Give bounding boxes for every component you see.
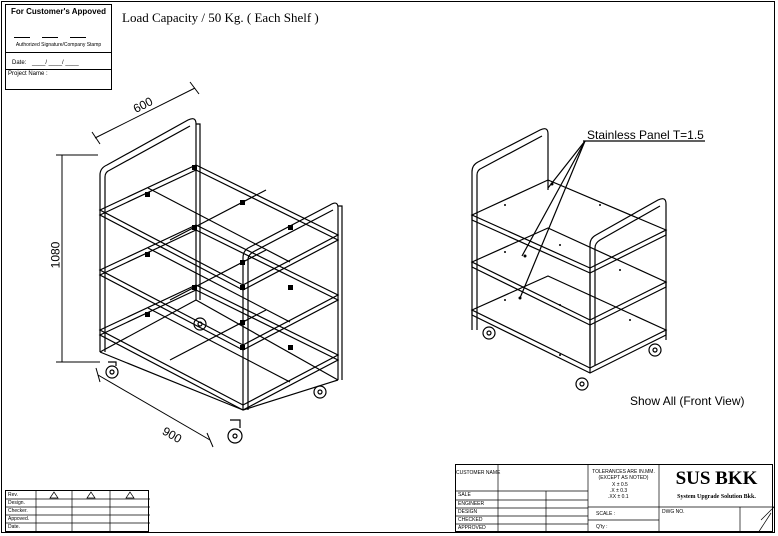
company-name: SUS BKK — [675, 468, 758, 489]
date-label: Date: — [12, 60, 27, 66]
tolerances-title: TOLERANCES ARE IN.MM. — [592, 469, 655, 475]
rev-row-label: Date. — [8, 524, 20, 530]
panel-note: Stainless Panel T=1.5 — [587, 128, 704, 142]
signature-line — [14, 37, 30, 38]
approval-title: For Customer's Appoved — [11, 7, 106, 16]
load-capacity-note: Load Capacity / 50 Kg. ( Each Shelf ) — [122, 10, 319, 25]
tolerance-x: X ± 0.5 — [612, 482, 628, 488]
cart-iso-view — [98, 118, 343, 444]
rev-row-label: Rev. — [8, 492, 18, 498]
rev-row-label: Checker. — [8, 508, 28, 514]
dimension-lines — [56, 81, 214, 448]
signature-caption: Authorized Signature/Company Stamp — [15, 42, 102, 48]
tb-row-label: SALE — [458, 492, 471, 498]
front-view-caption: Show All (Front View) — [630, 394, 745, 408]
date-value: ____/ ____/ ____ — [32, 60, 79, 66]
scale-label: SCALE : — [596, 511, 616, 517]
tb-row-label: DESIGN — [458, 509, 478, 515]
tolerance-xxx: .XX ± 0.1 — [608, 494, 629, 500]
divider — [6, 69, 111, 70]
company-subtitle: System Upgrade Solution Bkk. — [677, 494, 756, 500]
tolerances-sub: (EXCEPT AS NOTED) — [598, 475, 649, 481]
revision-table: Rev. Design. Checker. Appoved. Date. — [5, 490, 150, 533]
title-block: CUSTOMER NAME SALE ENGINEER DESIGN CHECK… — [455, 464, 774, 533]
tb-row-label: CHECKED — [458, 517, 483, 523]
customer-approval-box: For Customer's Appoved Authorized Signat… — [5, 4, 112, 90]
tolerance-xx: .X ± 0.3 — [610, 488, 628, 494]
rev-row-label: Design. — [8, 500, 25, 506]
tb-row-label: ENGINEER — [458, 501, 485, 507]
qty-label: Q'ty : — [596, 524, 608, 530]
divider — [6, 52, 111, 53]
dimension-height: 1080 — [48, 241, 63, 269]
dwg-no-label: DWG NO. — [662, 509, 685, 515]
project-label: Project Name : — [8, 71, 48, 77]
rev-row-label: Appoved. — [8, 516, 30, 522]
cart-front-view — [470, 128, 705, 391]
tb-row-label: APPROVED — [458, 525, 486, 531]
signature-line — [70, 37, 86, 38]
signature-line — [42, 37, 58, 38]
customer-label: CUSTOMER NAME — [456, 470, 501, 476]
